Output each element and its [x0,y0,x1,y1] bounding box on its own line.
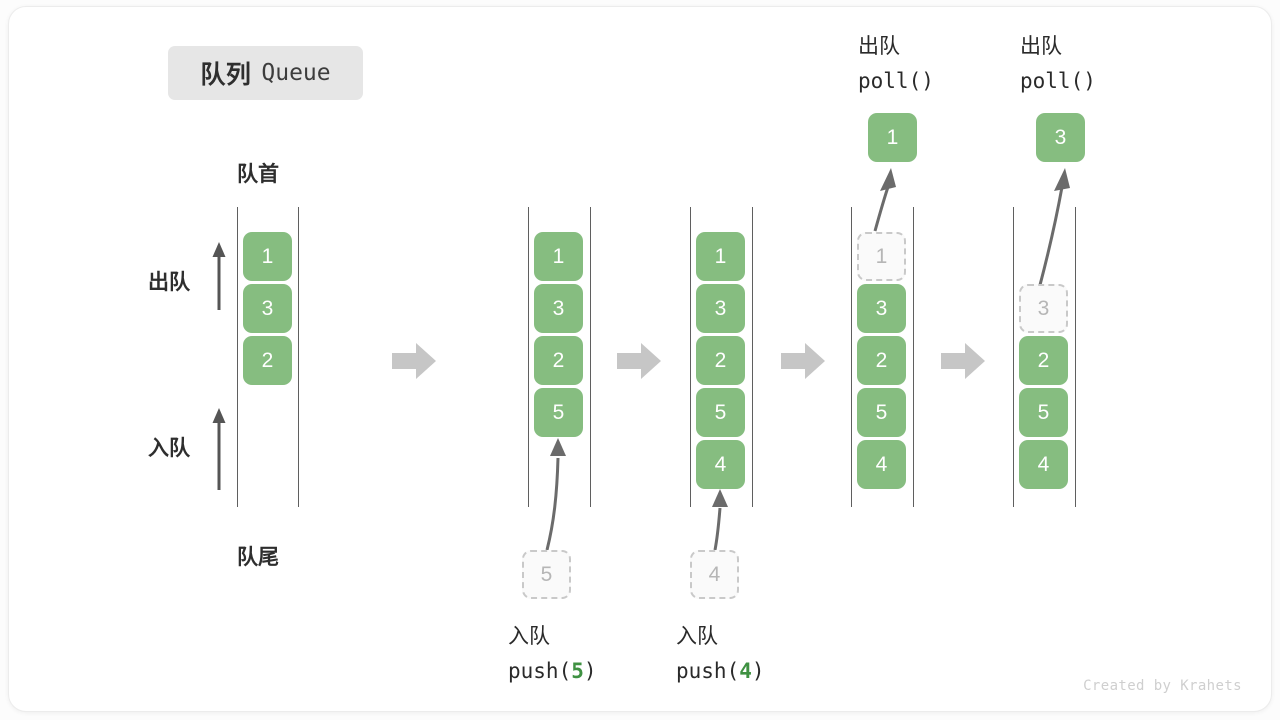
title-english: Queue [261,60,331,86]
poll-3-caption-cn: 出队 [1020,35,1062,58]
rail-right [298,207,299,507]
queue-element: 4 [857,440,906,489]
poll-1-caption-cn: 出队 [858,35,900,58]
queue-element: 3 [534,284,583,333]
push-4-code-head: push( [676,659,740,683]
push-5-caption: 入队 push(5) [508,620,597,689]
queue-element-new: 4 [696,440,745,489]
title-chinese: 队列 [200,61,252,89]
watermark-credit: Created by Krahets [1083,678,1242,694]
rail-left [237,207,238,507]
queue-element: 3 [696,284,745,333]
dequeue-direction-arrow-icon [212,242,226,310]
push-4-code-value: 4 [739,659,752,683]
incoming-element-ghost: 5 [522,550,571,599]
incoming-element-ghost: 4 [690,550,739,599]
push-4-caption-cn: 入队 [676,625,718,648]
queue-element: 2 [857,336,906,385]
push-5-caption-code: push(5) [508,654,597,689]
push-5-code-head: push( [508,659,572,683]
popped-element: 3 [1036,113,1085,162]
rail-right [913,207,914,507]
push-5-code-tail: ) [583,659,597,683]
queue-element-new: 5 [534,388,583,437]
push-4-caption: 入队 push(4) [676,620,765,689]
rail-right [752,207,753,507]
push-5-code-value: 5 [571,659,584,683]
queue-element: 5 [696,388,745,437]
queue-element: 1 [534,232,583,281]
step-arrow-2-icon [617,343,661,379]
diagram-title-chip: 队列 Queue [168,46,363,100]
removed-element-ghost: 3 [1019,284,1068,333]
removed-element-ghost: 1 [857,232,906,281]
queue-tail-label: 队尾 [237,546,279,569]
rail-left [1013,207,1014,507]
step-arrow-1-icon [392,343,436,379]
queue-element: 1 [243,232,292,281]
poll-3-caption-code: poll() [1020,69,1096,93]
queue-element: 2 [243,336,292,385]
queue-head-label: 队首 [237,163,279,186]
step-arrow-3-icon [781,343,825,379]
rail-left [851,207,852,507]
poll-3-caption: 出队 poll() [1020,30,1096,98]
rail-left [528,207,529,507]
rail-right [1075,207,1076,507]
enqueue-direction-label: 入队 [148,437,190,460]
enqueue-direction-arrow-icon [212,408,226,490]
poll-1-caption: 出队 poll() [858,30,934,98]
queue-element: 1 [696,232,745,281]
queue-element: 2 [534,336,583,385]
queue-element: 5 [857,388,906,437]
dequeue-direction-label: 出队 [148,271,190,294]
rail-right [590,207,591,507]
queue-element: 5 [1019,388,1068,437]
popped-element: 1 [868,113,917,162]
push-5-caption-cn: 入队 [508,625,550,648]
poll-1-caption-code: poll() [858,69,934,93]
push-4-code-tail: ) [751,659,765,683]
queue-element: 4 [1019,440,1068,489]
queue-element: 3 [857,284,906,333]
step-arrow-4-icon [941,343,985,379]
queue-element: 2 [1019,336,1068,385]
queue-element: 3 [243,284,292,333]
queue-element: 2 [696,336,745,385]
rail-left [690,207,691,507]
push-4-caption-code: push(4) [676,654,765,689]
